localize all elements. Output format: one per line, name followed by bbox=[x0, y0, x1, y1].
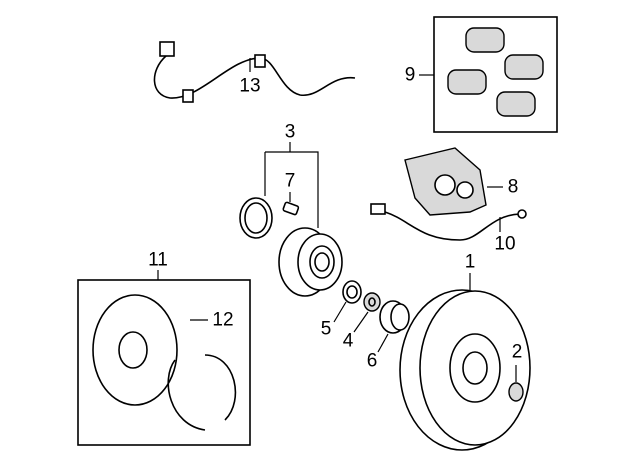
callout-8: 8 bbox=[507, 176, 519, 198]
callout-11: 11 bbox=[148, 249, 168, 271]
nut-part[interactable] bbox=[353, 292, 381, 333]
dust-cap-part[interactable] bbox=[377, 300, 410, 353]
callout-9: 9 bbox=[404, 64, 416, 86]
brake-pads-part[interactable] bbox=[419, 16, 558, 133]
callout-7: 7 bbox=[284, 170, 296, 192]
callout-10: 10 bbox=[494, 233, 516, 255]
callout-2: 2 bbox=[511, 341, 523, 363]
callout-13: 13 bbox=[239, 75, 261, 97]
wheel-stud-part[interactable] bbox=[282, 192, 300, 216]
callout-12: 12 bbox=[212, 309, 234, 331]
plug-part[interactable] bbox=[508, 365, 524, 402]
callout-4: 4 bbox=[342, 330, 354, 352]
backing-plate-part[interactable] bbox=[77, 270, 251, 446]
hub-bearing-part[interactable] bbox=[239, 142, 343, 297]
callout-6: 6 bbox=[366, 350, 378, 372]
parking-brake-shoes-part[interactable] bbox=[167, 319, 237, 431]
callout-5: 5 bbox=[320, 318, 332, 340]
brake-hose-part[interactable] bbox=[370, 203, 527, 241]
seal-part[interactable] bbox=[333, 280, 362, 323]
caliper-part[interactable] bbox=[404, 147, 503, 216]
brake-rotor-part[interactable] bbox=[399, 273, 531, 451]
callout-1: 1 bbox=[464, 251, 476, 273]
callout-3: 3 bbox=[284, 121, 296, 143]
abs-sensor-wire-part[interactable] bbox=[153, 41, 356, 103]
